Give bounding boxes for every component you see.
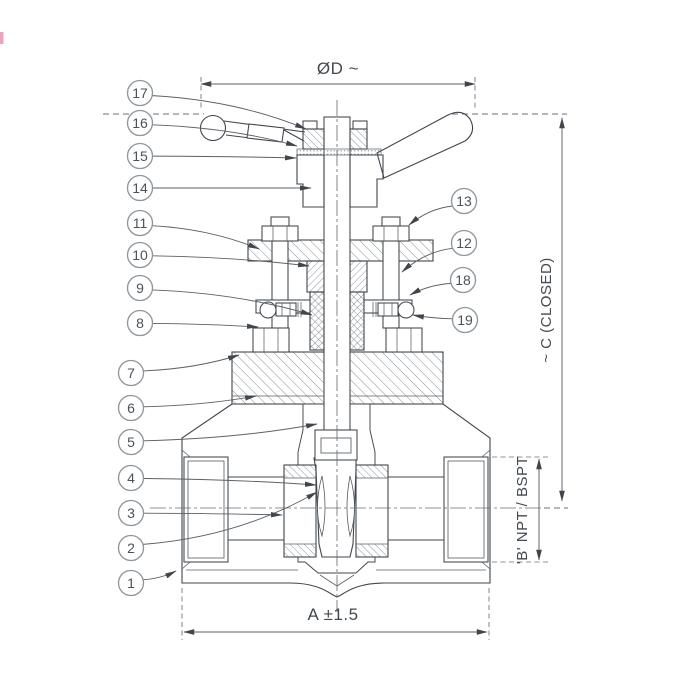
callout-number-3: 3 — [127, 505, 135, 521]
handwheel-washer — [296, 148, 382, 156]
handwheel-nut — [302, 120, 368, 150]
seat-ring-left — [283, 464, 317, 558]
callout-number-17: 17 — [132, 85, 148, 101]
callout-number-2: 2 — [127, 540, 135, 556]
callout-number-15: 15 — [132, 148, 148, 164]
callout-leader-2 — [142, 491, 318, 545]
edge-artifact — [0, 32, 4, 44]
callout-circle-19 — [451, 306, 479, 334]
callout-circle-18 — [449, 266, 477, 294]
dimension-face-to-face: A ±1.5 — [181, 588, 490, 640]
callout-circle-13 — [450, 187, 478, 215]
callout-number-9: 9 — [136, 280, 144, 296]
dim-label-port-thread: 'B' NPT / BSPT — [514, 456, 531, 564]
callout-leader-3 — [143, 512, 283, 518]
callout-circle-11 — [126, 209, 154, 237]
handwheel-rim-knob — [199, 114, 227, 142]
callout-number-8: 8 — [136, 315, 144, 331]
callout-leader-17 — [152, 95, 307, 130]
dimension-closed-height: ~ C (CLOSED) — [538, 117, 568, 509]
callout-circle-4 — [117, 464, 145, 492]
callout-number-6: 6 — [127, 400, 135, 416]
callout-number-16: 16 — [132, 115, 148, 131]
seat-ring-right — [355, 464, 389, 558]
callout-number-10: 10 — [132, 247, 148, 263]
callout-leader-13 — [408, 205, 453, 226]
callout-leader-12 — [401, 247, 453, 273]
callout-number-13: 13 — [456, 193, 472, 209]
stem-packing — [309, 291, 365, 351]
callout-circle-7 — [117, 359, 145, 387]
dimension-top-diameter: ØD ~ — [200, 59, 476, 111]
callout-circle-5 — [117, 428, 145, 456]
stem-t-head — [314, 429, 358, 461]
callout-leader-9 — [152, 289, 313, 316]
stem-bushing-hub — [296, 154, 384, 208]
bonnet-bolt-left — [252, 216, 299, 353]
handwheel-spoke-right — [376, 111, 474, 179]
callout-leader-4 — [143, 477, 317, 487]
callout-circle-14 — [126, 174, 154, 202]
callout-circle-3 — [117, 499, 145, 527]
callout-leader-19 — [412, 314, 453, 320]
callout-number-12: 12 — [456, 235, 472, 251]
callout-circle-10 — [126, 241, 154, 269]
gland-eyebolt-right — [372, 301, 415, 319]
callout-circle-9 — [126, 274, 154, 302]
bonnet-nut-right — [385, 327, 423, 353]
callout-leader-8 — [152, 322, 259, 329]
dim-label-face-to-face: A ±1.5 — [307, 605, 358, 624]
callout-leader-7 — [143, 354, 240, 372]
gland-eyebolt-left — [259, 301, 302, 319]
callout-number-18: 18 — [455, 272, 471, 288]
callout-circle-17 — [126, 79, 154, 107]
callout-leader-18 — [409, 282, 452, 296]
callout-leader-5 — [143, 423, 318, 442]
callout-leader-10 — [152, 255, 310, 268]
callout-circle-1 — [117, 569, 145, 597]
callout-number-19: 19 — [457, 312, 473, 328]
callout-number-1: 1 — [127, 575, 135, 591]
callout-circle-8 — [126, 309, 154, 337]
callout-number-11: 11 — [133, 215, 148, 231]
callout-circle-6 — [117, 394, 145, 422]
dimension-port-thread: 'B' NPT / BSPT — [492, 456, 548, 564]
callout-circle-15 — [126, 142, 154, 170]
handwheel-spoke-left — [246, 123, 285, 143]
threaded-port-left — [181, 449, 229, 570]
callout-circle-2 — [117, 534, 145, 562]
callout-circle-16 — [126, 109, 154, 137]
callout-number-7: 7 — [127, 365, 135, 381]
threaded-port-right — [443, 449, 491, 570]
callout-number-5: 5 — [127, 434, 135, 450]
callout-leader-1 — [143, 570, 177, 581]
wedge-gate — [313, 457, 357, 587]
callout-number-14: 14 — [132, 180, 148, 196]
dim-label-closed-height: ~ C (CLOSED) — [538, 257, 555, 363]
callout-leader-6 — [143, 395, 257, 408]
centerlines — [150, 100, 548, 612]
bonnet-nut-left — [252, 327, 290, 353]
callout-leader-15 — [152, 155, 297, 161]
bonnet-bolt-right — [372, 216, 423, 353]
callout-circle-12 — [450, 229, 478, 257]
callout-number-4: 4 — [127, 470, 135, 486]
callout-leader-16 — [152, 124, 298, 147]
dim-label-diameter: ØD ~ — [317, 59, 359, 78]
callout-leader-11 — [152, 225, 260, 250]
